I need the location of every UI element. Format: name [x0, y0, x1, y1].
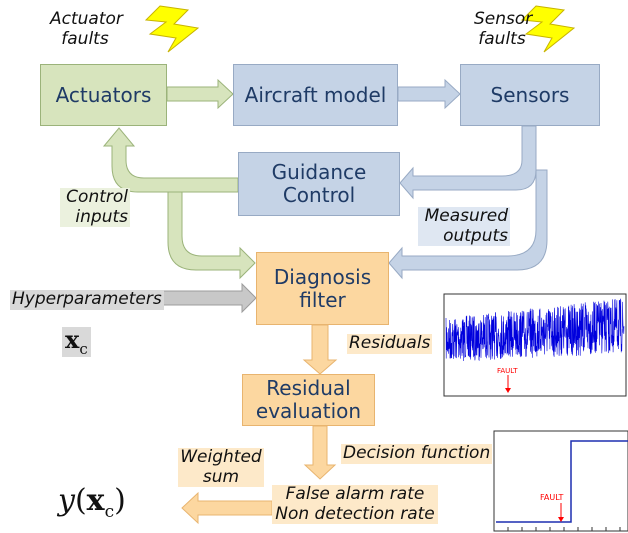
aircraft-model-block: Aircraft model [233, 64, 398, 126]
residual-evaluation-block: Residual evaluation [242, 374, 375, 426]
control-label: Control [282, 183, 356, 207]
weighted-sum-label: Weighted sum [178, 447, 264, 488]
weighted-sum-line1: Weighted [180, 447, 262, 467]
arrow-evaluation-to-rates [303, 425, 337, 480]
objective-y: y [58, 483, 75, 518]
measured-outputs-label: Measured outputs [418, 206, 510, 247]
control-inputs-line1: Control [66, 187, 128, 207]
sensor-faults-line1: Sensor [474, 9, 533, 29]
sensors-block: Sensors [460, 64, 600, 126]
evaluation-label: evaluation [255, 399, 362, 423]
decision-function-label: Decision function [341, 443, 493, 464]
actuators-block: Actuators [40, 64, 167, 126]
lightning-bolt-icon [144, 5, 200, 53]
filter-label: filter [299, 287, 346, 312]
objective-open-paren: ( [74, 483, 87, 518]
arrow-diagnosis-to-evaluation [302, 324, 338, 375]
objective-close-paren: ) [114, 483, 126, 518]
actuators-label: Actuators [55, 82, 152, 107]
arrow-aircraft-to-sensors [397, 78, 461, 110]
residuals-text: Residuals [349, 333, 431, 353]
weighted-sum-line2: sum [202, 466, 240, 487]
control-inputs-label: Control inputs [60, 187, 130, 228]
objective-sub: c [104, 502, 115, 522]
sensors-label: Sensors [490, 82, 570, 107]
residuals-label: Residuals [347, 333, 433, 354]
lightning-bolt-icon [520, 5, 576, 53]
rates-label: False alarm rate Non detection rate [272, 484, 438, 525]
sensor-faults-label: Sensor faults [474, 9, 533, 49]
xc-symbol: xc [62, 325, 91, 358]
arrow-sensors-to-diagnosis [388, 169, 548, 280]
residual-label: Residual [266, 376, 351, 400]
diagnosis-filter-block: Diagnosis filter [256, 252, 389, 325]
diagnosis-label: Diagnosis [273, 264, 372, 289]
measured-outputs-line1: Measured [424, 206, 508, 226]
false-alarm-rate: False alarm rate [285, 484, 425, 504]
actuator-faults-label: Actuator faults [50, 9, 123, 49]
control-inputs-line2: inputs [75, 206, 128, 227]
arrow-control-to-diagnosis [167, 191, 256, 280]
arrow-rates-to-objective [181, 491, 273, 525]
xc-sub: c [79, 339, 88, 358]
xc-main: x [65, 325, 80, 354]
actuator-faults-line2: faults [61, 28, 109, 49]
sensor-faults-line2: faults [478, 28, 526, 49]
non-detection-rate: Non detection rate [275, 503, 435, 524]
decision-function-text: Decision function [343, 443, 491, 463]
arrow-actuators-to-aircraft [166, 78, 234, 110]
guidance-control-block: Guidance Control [238, 152, 400, 216]
objective-function: y(xc) [58, 486, 126, 521]
arrow-hyperparameters [161, 282, 257, 314]
arrow-sensors-to-guidance [399, 125, 537, 200]
arrow-guidance-to-actuators [102, 127, 239, 193]
aircraft-model-label: Aircraft model [244, 82, 387, 107]
measured-outputs-line2: outputs [443, 225, 508, 246]
actuator-faults-line1: Actuator [50, 9, 123, 29]
objective-x: x [86, 483, 105, 518]
hyperparameters-label: Hyperparameters [10, 289, 164, 310]
hyperparameters-text: Hyperparameters [12, 289, 162, 309]
guidance-label: Guidance [271, 160, 367, 184]
